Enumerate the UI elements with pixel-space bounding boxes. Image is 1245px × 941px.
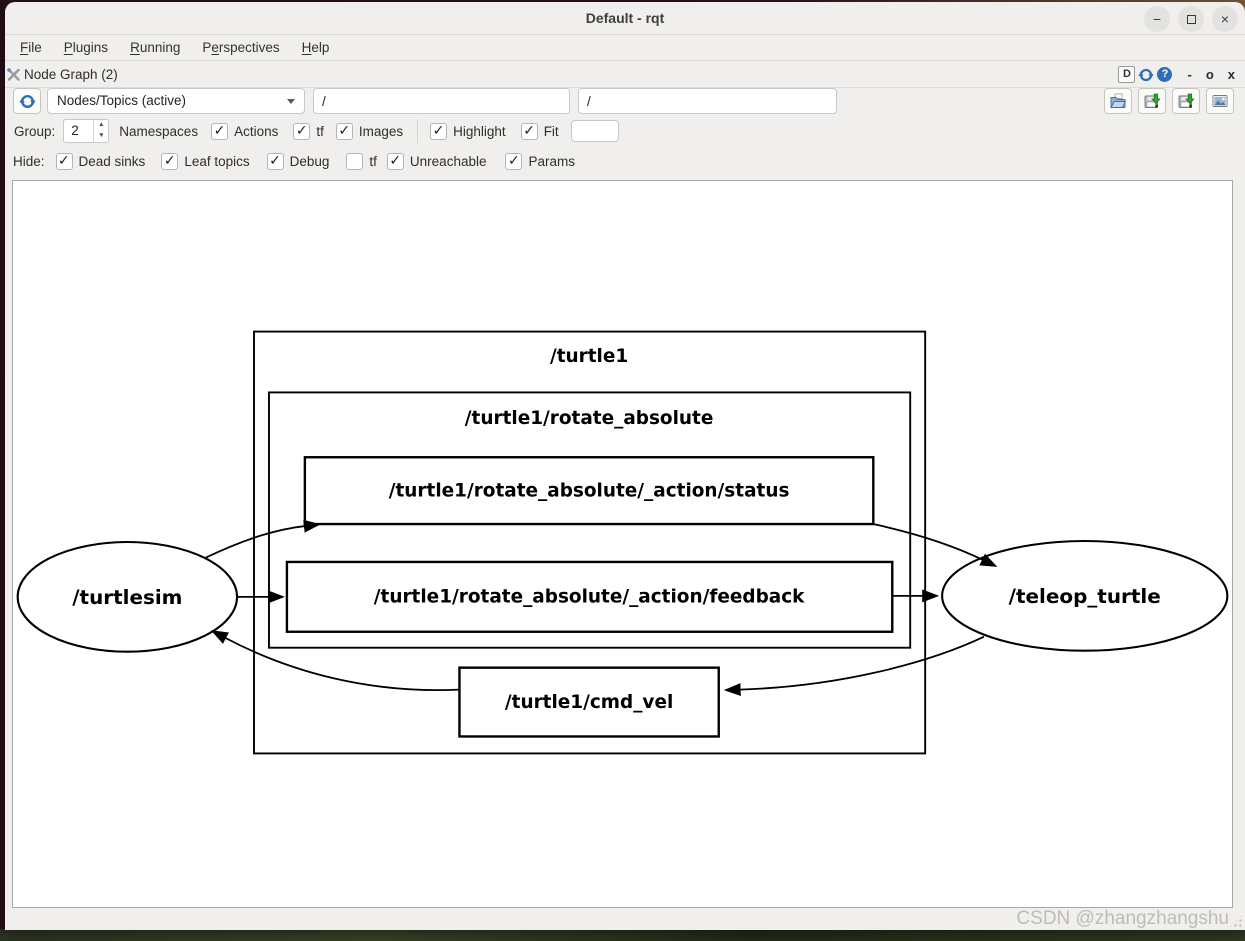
group-value: 2 — [71, 123, 79, 138]
checkbox-indicator[interactable] — [211, 122, 229, 140]
status-topic-label: /turtle1/rotate_absolute/_action/status — [389, 481, 790, 502]
node-graph-plugin-icon — [7, 67, 20, 81]
cmd-vel-topic-label: /turtle1/cmd_vel — [505, 692, 673, 713]
checkbox-tf-hide[interactable]: tf — [346, 152, 377, 170]
checkbox-highlight[interactable]: Highlight — [430, 122, 506, 140]
turtlesim-label: /turtlesim — [72, 585, 182, 609]
edge-cmd-vel-to-turtlesim — [210, 630, 460, 691]
graph-canvas[interactable]: /turtle1 /turtle1/rotate_absolute /turtl… — [13, 181, 1232, 907]
graph-type-value: Nodes/Topics (active) — [57, 93, 187, 108]
checkbox-debug[interactable]: Debug — [266, 152, 329, 170]
menu-running[interactable]: Running — [130, 39, 181, 55]
graph-type-select[interactable]: Nodes/Topics (active) — [47, 88, 305, 114]
node-turtlesim[interactable]: /turtlesim — [16, 540, 239, 653]
save-disk-icon — [1144, 93, 1161, 108]
edge-teleop-to-cmd-vel — [723, 635, 985, 697]
checkbox-unreachable[interactable]: Unreachable — [386, 152, 486, 170]
spinner-down-icon[interactable]: ▼ — [98, 132, 105, 139]
checkbox-indicator[interactable] — [161, 152, 179, 170]
save-disk-icon — [1178, 93, 1195, 108]
maximize-button[interactable] — [1178, 6, 1204, 32]
checkbox-indicator[interactable] — [505, 152, 523, 170]
checkbox-indicator[interactable] — [55, 152, 73, 170]
checkbox-indicator[interactable] — [386, 152, 404, 170]
checkbox-indicator[interactable] — [266, 152, 284, 170]
menu-perspectives[interactable]: Perspectives — [202, 39, 280, 55]
title-bar[interactable]: Default - rqt − × — [5, 2, 1245, 35]
minimize-button[interactable]: − — [1144, 6, 1170, 32]
node-status-topic[interactable]: /turtle1/rotate_absolute/_action/status — [303, 456, 875, 526]
namespaces-label: Namespaces — [119, 123, 199, 139]
graph-edges — [204, 519, 998, 697]
fit-extra-input[interactable] — [570, 120, 619, 142]
checkbox-images[interactable]: Images — [335, 122, 403, 140]
close-button[interactable]: × — [1212, 6, 1238, 32]
dock-float-button[interactable]: o — [1205, 67, 1214, 82]
open-folder-icon — [1110, 93, 1127, 108]
graph-toolbar: Nodes/Topics (active) — [5, 86, 1245, 116]
edge-turtlesim-to-status — [204, 519, 321, 559]
group-filter-row: Group: 2 ▲▼ Namespaces Actions tf Images… — [5, 116, 1245, 146]
group-label: Group: — [14, 123, 56, 139]
checkbox-indicator[interactable] — [430, 122, 448, 140]
dock-minimize-button[interactable]: - — [1187, 67, 1192, 82]
checkbox-indicator[interactable] — [335, 122, 353, 140]
cluster-turtle1-label: /turtle1 — [550, 346, 628, 367]
save-dot-button[interactable] — [1138, 88, 1166, 114]
watermark: CSDN @zhangzhangshu — [1016, 908, 1229, 929]
minimize-icon: − — [1152, 11, 1162, 27]
node-filter-input[interactable] — [313, 88, 570, 114]
menu-bar: File Plugins Running Perspectives Help — [5, 36, 1245, 61]
topic-filter-input[interactable] — [578, 88, 837, 114]
dock-detach-button[interactable]: D — [1118, 66, 1136, 83]
hide-filter-row: Hide: Dead sinks Leaf topics Debug tf Un… — [5, 146, 1245, 176]
dock-title: Node Graph (2) — [24, 67, 118, 82]
dock-refresh-button[interactable] — [1137, 66, 1154, 83]
dock-title-bar: Node Graph (2) D ? - o x — [5, 62, 1245, 88]
checkbox-params[interactable]: Params — [505, 152, 575, 170]
window-title: Default - rqt — [585, 10, 665, 26]
graph-canvas-frame: /turtle1 /turtle1/rotate_absolute /turtl… — [12, 180, 1233, 908]
refresh-icon — [1138, 68, 1154, 81]
dock-close-button[interactable]: x — [1227, 67, 1235, 82]
separator — [417, 119, 419, 143]
spinner-arrows[interactable]: ▲▼ — [93, 120, 108, 142]
load-dot-button[interactable] — [1104, 88, 1132, 114]
checkbox-fit[interactable]: Fit — [520, 122, 559, 140]
desktop-background-strip — [0, 929, 1245, 941]
spinner-up-icon[interactable]: ▲ — [98, 121, 105, 128]
edge-status-to-teleop — [873, 523, 998, 567]
menu-help[interactable]: Help — [301, 39, 330, 55]
checkbox-tf-show[interactable]: tf — [293, 122, 324, 140]
refresh-icon — [18, 94, 36, 108]
resize-grip[interactable] — [1229, 914, 1243, 928]
rqt-window: Default - rqt − × File Plugins Running P… — [5, 2, 1245, 930]
checkbox-indicator[interactable] — [346, 152, 364, 170]
menu-file[interactable]: File — [20, 39, 42, 55]
dock-help-button[interactable]: ? — [1156, 66, 1173, 83]
checkbox-indicator[interactable] — [293, 122, 311, 140]
close-icon: × — [1220, 11, 1230, 27]
status-bar: CSDN @zhangzhangshu — [5, 908, 1245, 930]
menu-plugins[interactable]: Plugins — [63, 39, 109, 55]
checkbox-indicator[interactable] — [520, 122, 538, 140]
chevron-down-icon — [287, 99, 295, 104]
teleop-turtle-label: /teleop_turtle — [1009, 584, 1161, 608]
refresh-graph-button[interactable] — [13, 88, 41, 114]
group-spinner[interactable]: 2 ▲▼ — [63, 119, 110, 143]
checkbox-actions[interactable]: Actions — [211, 122, 278, 140]
save-image-button[interactable] — [1206, 88, 1234, 114]
feedback-topic-label: /turtle1/rotate_absolute/_action/feedbac… — [374, 586, 805, 607]
node-cmd-vel-topic[interactable]: /turtle1/cmd_vel — [458, 666, 720, 738]
maximize-icon — [1186, 14, 1196, 24]
image-icon — [1212, 95, 1228, 107]
checkbox-leaf-topics[interactable]: Leaf topics — [161, 152, 250, 170]
checkbox-dead-sinks[interactable]: Dead sinks — [55, 152, 145, 170]
help-icon: ? — [1157, 67, 1173, 82]
node-teleop-turtle[interactable]: /teleop_turtle — [941, 539, 1229, 652]
cluster-rotate-absolute-label: /turtle1/rotate_absolute — [465, 408, 714, 429]
save-svg-button[interactable] — [1172, 88, 1200, 114]
hide-label: Hide: — [13, 153, 45, 169]
node-feedback-topic[interactable]: /turtle1/rotate_absolute/_action/feedbac… — [285, 560, 894, 633]
